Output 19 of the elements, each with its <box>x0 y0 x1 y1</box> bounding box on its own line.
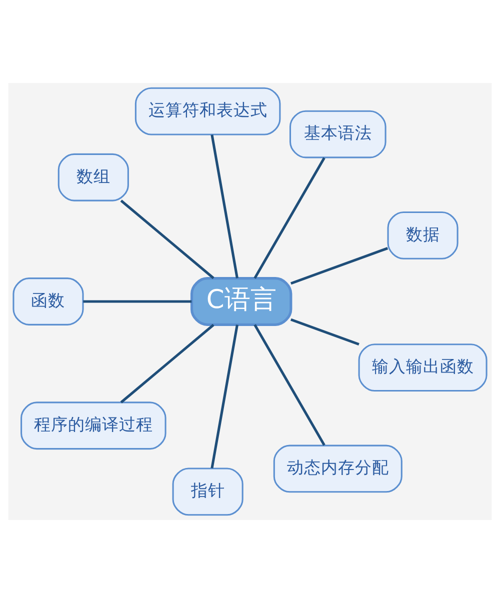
node-box: 数据 <box>387 212 458 260</box>
node-box: 动态内存分配 <box>273 444 402 493</box>
node-box: 指针 <box>172 468 244 516</box>
connector <box>254 157 326 279</box>
connector <box>83 300 192 303</box>
connector <box>254 324 326 446</box>
connector <box>290 318 360 346</box>
node-box: C语言 <box>190 277 292 326</box>
node-box: 数组 <box>58 153 129 202</box>
connector <box>120 200 214 280</box>
node-box: 函数 <box>12 278 84 326</box>
connector <box>120 324 214 404</box>
node-box: 基本语法 <box>289 110 386 158</box>
node-box: 程序的编译过程 <box>20 402 166 450</box>
connector <box>210 134 238 278</box>
node-box: 运算符和表达式 <box>134 87 281 136</box>
node-box: 输入输出函数 <box>358 344 488 392</box>
connector <box>290 247 388 285</box>
connector <box>210 324 238 468</box>
